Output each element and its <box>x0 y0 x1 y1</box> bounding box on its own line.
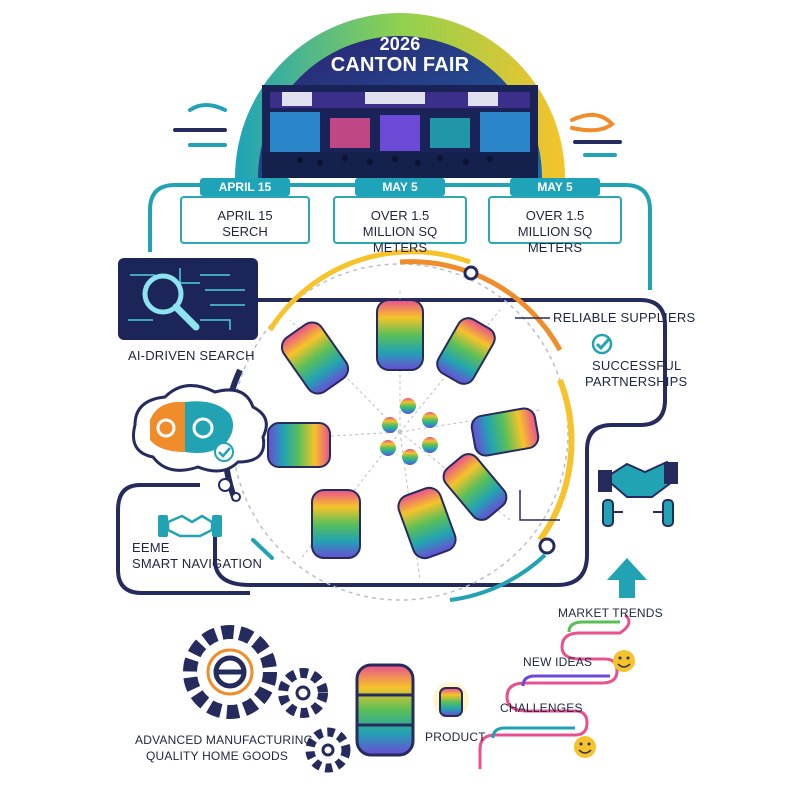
label-quality-home-goods: QUALITY HOME GOODS <box>146 749 289 763</box>
gear-icon <box>156 417 214 439</box>
product-stack <box>355 663 415 757</box>
checkmark-icon <box>214 442 234 462</box>
timeline-tab-2: MAY 5 <box>355 178 445 196</box>
gear-icon <box>278 668 328 718</box>
label-ai-search: AI-DRIVEN SEARCH <box>128 348 255 363</box>
header-title: CANTON FAIR <box>330 54 470 76</box>
timeline-box-2-line1: OVER 1.5 <box>370 208 430 223</box>
timeline-tab-3: MAY 5 <box>510 178 600 196</box>
label-smart-navigation: SMART NAVIGATION <box>132 556 263 571</box>
smiley-icon <box>574 736 596 758</box>
central-hub <box>221 249 575 602</box>
timeline-box-1-line1: APRIL 15 <box>217 208 273 223</box>
label-market-trends: MARKET TRENDS <box>558 606 663 620</box>
label-eeme: EEME <box>132 540 170 555</box>
handshake-icon <box>158 514 222 538</box>
timeline-box-2-line2: MILLION SQ METERS <box>362 224 438 255</box>
ai-search-panel <box>118 258 258 340</box>
timeline-box-1: APRIL 15 SERCH <box>180 196 310 244</box>
label-reliable-suppliers: RELIABLE SUPPLIERS <box>553 310 696 325</box>
timeline-box-1-line2: SERCH <box>222 224 268 239</box>
checkmark-icon <box>591 333 613 355</box>
timeline-box-3-line2: MILLION SQ METERS <box>517 224 593 255</box>
handshake-icon <box>598 460 678 527</box>
label-partnerships: PARTNERSHIPS <box>585 374 688 389</box>
timeline-box-3-line1: OVER 1.5 <box>525 208 585 223</box>
arrow-up-icon <box>607 558 647 598</box>
thought-bubble <box>132 384 268 502</box>
timeline-tab-1: APRIL 15 <box>200 178 290 196</box>
label-successful: SUCCESSFUL <box>592 358 682 373</box>
timeline-box-3: OVER 1.5 MILLION SQ METERS <box>488 196 622 255</box>
center-products <box>380 398 438 465</box>
label-product: PRODUCT <box>425 730 486 744</box>
label-new-ideas: NEW IDEAS <box>523 655 593 669</box>
header-dome <box>173 13 622 179</box>
exhibition-hall-image <box>262 92 538 178</box>
timeline-box-2: OVER 1.5 MILLION SQ METERS <box>333 196 467 255</box>
gear-icon <box>183 625 277 719</box>
magnifier-icon <box>142 273 200 331</box>
smiley-icon <box>613 650 635 672</box>
gear-icon <box>305 727 351 773</box>
label-advanced-manufacturing: ADVANCED MANUFACTURING <box>135 733 314 747</box>
product-icon <box>433 682 469 718</box>
label-challenges: CHALLENGES <box>500 701 583 715</box>
product-rolls <box>267 299 540 560</box>
header-year: 2026 <box>379 34 421 54</box>
